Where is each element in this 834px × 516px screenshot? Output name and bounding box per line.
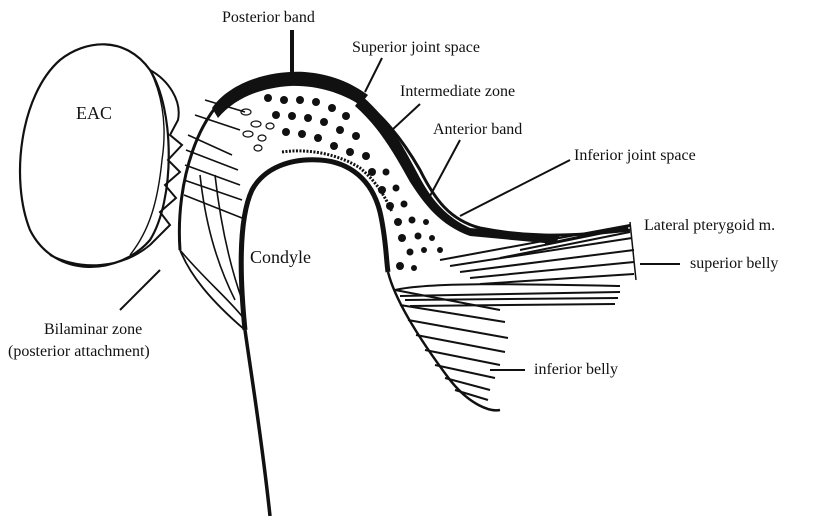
label-inferior-belly: inferior belly: [534, 362, 618, 378]
inferior-belly-fibers: [395, 284, 620, 400]
label-lateral-pterygoid: Lateral pterygoid m.: [644, 218, 775, 234]
leader-lines: [120, 58, 680, 370]
eac-inner-rim: [130, 70, 164, 255]
label-posterior-attachment: (posterior attachment): [8, 344, 150, 360]
label-superior-belly: superior belly: [690, 256, 778, 272]
label-eac: EAC: [76, 104, 112, 122]
ramus-outline: [245, 330, 270, 516]
label-intermediate-zone: Intermediate zone: [400, 84, 515, 100]
label-inferior-joint-space: Inferior joint space: [574, 148, 696, 164]
eac-outline: [20, 44, 169, 267]
label-superior-joint-space: Superior joint space: [352, 40, 480, 56]
label-bilaminar-zone: Bilaminar zone: [44, 322, 142, 338]
condyle-outline: [241, 160, 388, 330]
label-condyle: Condyle: [250, 248, 311, 266]
label-anterior-band: Anterior band: [433, 122, 522, 138]
posterior-cells: [241, 109, 274, 151]
label-posterior-band: Posterior band: [222, 10, 315, 26]
bilaminar-fibers: [180, 100, 245, 320]
posterior-band-shape: [212, 72, 368, 118]
